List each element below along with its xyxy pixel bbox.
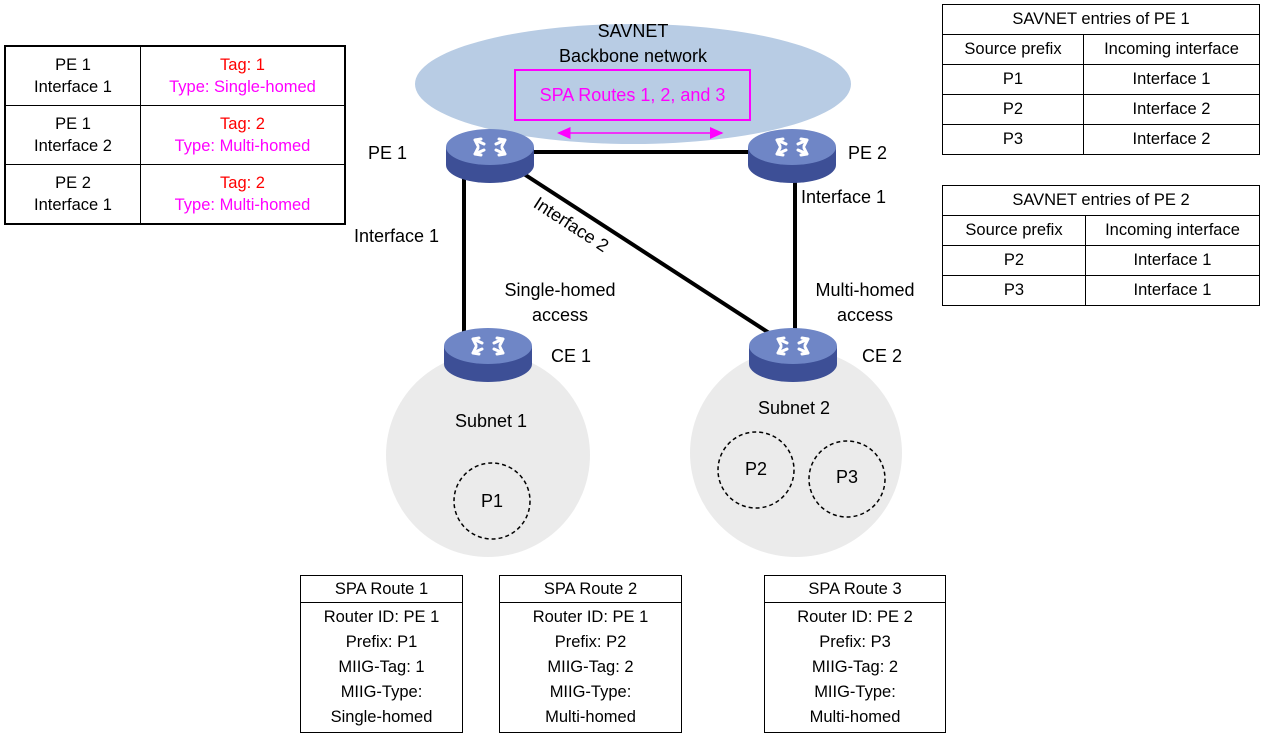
single-homed-label: Single-homed	[504, 280, 616, 300]
ce2-router-icon[interactable]	[749, 328, 837, 382]
savnet-pe1-title: SAVNET entries of PE 1	[942, 4, 1260, 35]
multi-homed-access-label: access	[836, 305, 894, 325]
savnet-pe2-table: SAVNET entries of PE 2 Source prefix Inc…	[942, 185, 1260, 306]
cell-prefix: P1	[942, 64, 1084, 95]
spa-route-2-box: SPA Route 2 Router ID: PE 1 Prefix: P2 M…	[499, 575, 682, 733]
table-row: P1 Interface 1	[942, 64, 1260, 95]
col-incoming-interface: Incoming interface	[1085, 215, 1260, 246]
multi-homed-label: Multi-homed	[815, 280, 915, 300]
table-row: P2 Interface 1	[942, 245, 1260, 276]
savnet-pe1-table: SAVNET entries of PE 1 Source prefix Inc…	[942, 4, 1260, 155]
spa-route-1-box: SPA Route 1 Router ID: PE 1 Prefix: P1 M…	[300, 575, 463, 733]
cell-prefix: P3	[942, 275, 1086, 306]
spa-route-3-box: SPA Route 3 Router ID: PE 2 Prefix: P3 M…	[764, 575, 946, 733]
pe2-label: PE 2	[848, 143, 888, 163]
link-pe1-ce2	[508, 163, 782, 342]
ce1-label: CE 1	[551, 346, 592, 366]
backbone-subtitle: Backbone network	[558, 46, 708, 66]
cell-interface: Interface 1	[1085, 245, 1260, 276]
subnet-1-circle	[386, 353, 590, 557]
cell-interface: Interface 2	[1083, 94, 1260, 125]
spa-routes-box	[514, 69, 751, 121]
spa-route-body: Router ID: PE 1 Prefix: P2 MIIG-Tag: 2 M…	[499, 602, 682, 733]
table-row: P3 Interface 1	[942, 275, 1260, 306]
col-source-prefix: Source prefix	[942, 34, 1084, 65]
cell-prefix: P2	[942, 245, 1086, 276]
prefix-p1-circle	[453, 462, 531, 540]
spa-route-title: SPA Route 3	[764, 575, 946, 603]
cell-interface: Interface 2	[1083, 124, 1260, 155]
backbone-title: SAVNET	[597, 21, 669, 41]
prefix-p2-label: P2	[744, 459, 768, 479]
col-source-prefix: Source prefix	[942, 215, 1086, 246]
backbone-ellipse	[415, 24, 851, 144]
single-homed-access-label: access	[531, 305, 589, 325]
subnet-2-label: Subnet 2	[757, 398, 831, 418]
pe2-router-icon[interactable]	[748, 129, 836, 183]
ce2-label: CE 2	[862, 346, 903, 366]
spa-route-title: SPA Route 2	[499, 575, 682, 603]
pe2-interface-1-label: Interface 1	[801, 187, 887, 207]
pe1-interface-1-label: Interface 1	[354, 226, 440, 246]
ce1-router-icon[interactable]	[444, 328, 532, 382]
spa-route-body: Router ID: PE 2 Prefix: P3 MIIG-Tag: 2 M…	[764, 602, 946, 733]
cell-prefix: P2	[942, 94, 1084, 125]
prefix-p3-circle	[808, 440, 886, 518]
pe1-router-icon[interactable]	[446, 129, 534, 183]
prefix-p2-circle	[717, 431, 795, 509]
pe1-label: PE 1	[368, 143, 408, 163]
savnet-pe2-title: SAVNET entries of PE 2	[942, 185, 1260, 216]
prefix-p3-label: P3	[835, 467, 859, 487]
cell-interface: Interface 1	[1083, 64, 1260, 95]
col-incoming-interface: Incoming interface	[1083, 34, 1260, 65]
cell-interface: Interface 1	[1085, 275, 1260, 306]
cell-prefix: P3	[942, 124, 1084, 155]
spa-route-body: Router ID: PE 1 Prefix: P1 MIIG-Tag: 1 M…	[300, 602, 463, 733]
table-row: P2 Interface 2	[942, 94, 1260, 125]
spa-routes-label: SPA Routes 1, 2, and 3	[539, 85, 726, 105]
prefix-p1-label: P1	[480, 491, 504, 511]
table-row: P3 Interface 2	[942, 124, 1260, 155]
spa-route-title: SPA Route 1	[300, 575, 463, 603]
subnet-1-label: Subnet 1	[454, 411, 528, 431]
